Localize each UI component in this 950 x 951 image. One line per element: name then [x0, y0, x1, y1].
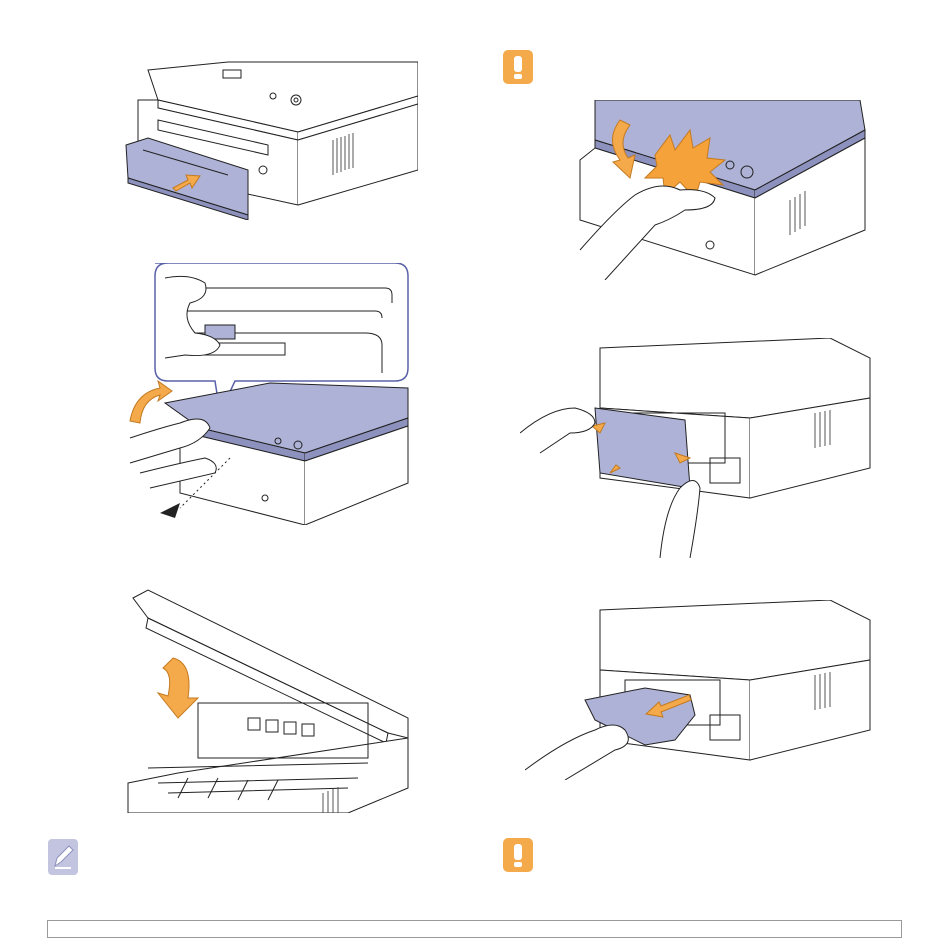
exclamation-caution-icon [503, 838, 533, 872]
hot-fuser-warning-figure [575, 100, 870, 280]
open-scanner-illustration [120, 263, 410, 525]
scan-unit-closing-illustration [118, 588, 418, 813]
pull-paper-out-figure [525, 600, 875, 780]
jammed-paper-illustration [525, 600, 875, 780]
note-pencil-icon [47, 838, 79, 876]
hot-area-illustration [575, 100, 870, 280]
exclamation-caution-icon [503, 50, 533, 84]
close-scan-unit-figure [118, 588, 418, 813]
insert-tray-figure [118, 60, 418, 220]
open-scan-unit-figure [120, 263, 410, 525]
rear-cover-illustration [520, 338, 875, 558]
page-footer-bar [47, 920, 902, 938]
printer-tray-illustration [118, 60, 418, 220]
remove-rear-cover-figure [520, 338, 875, 558]
